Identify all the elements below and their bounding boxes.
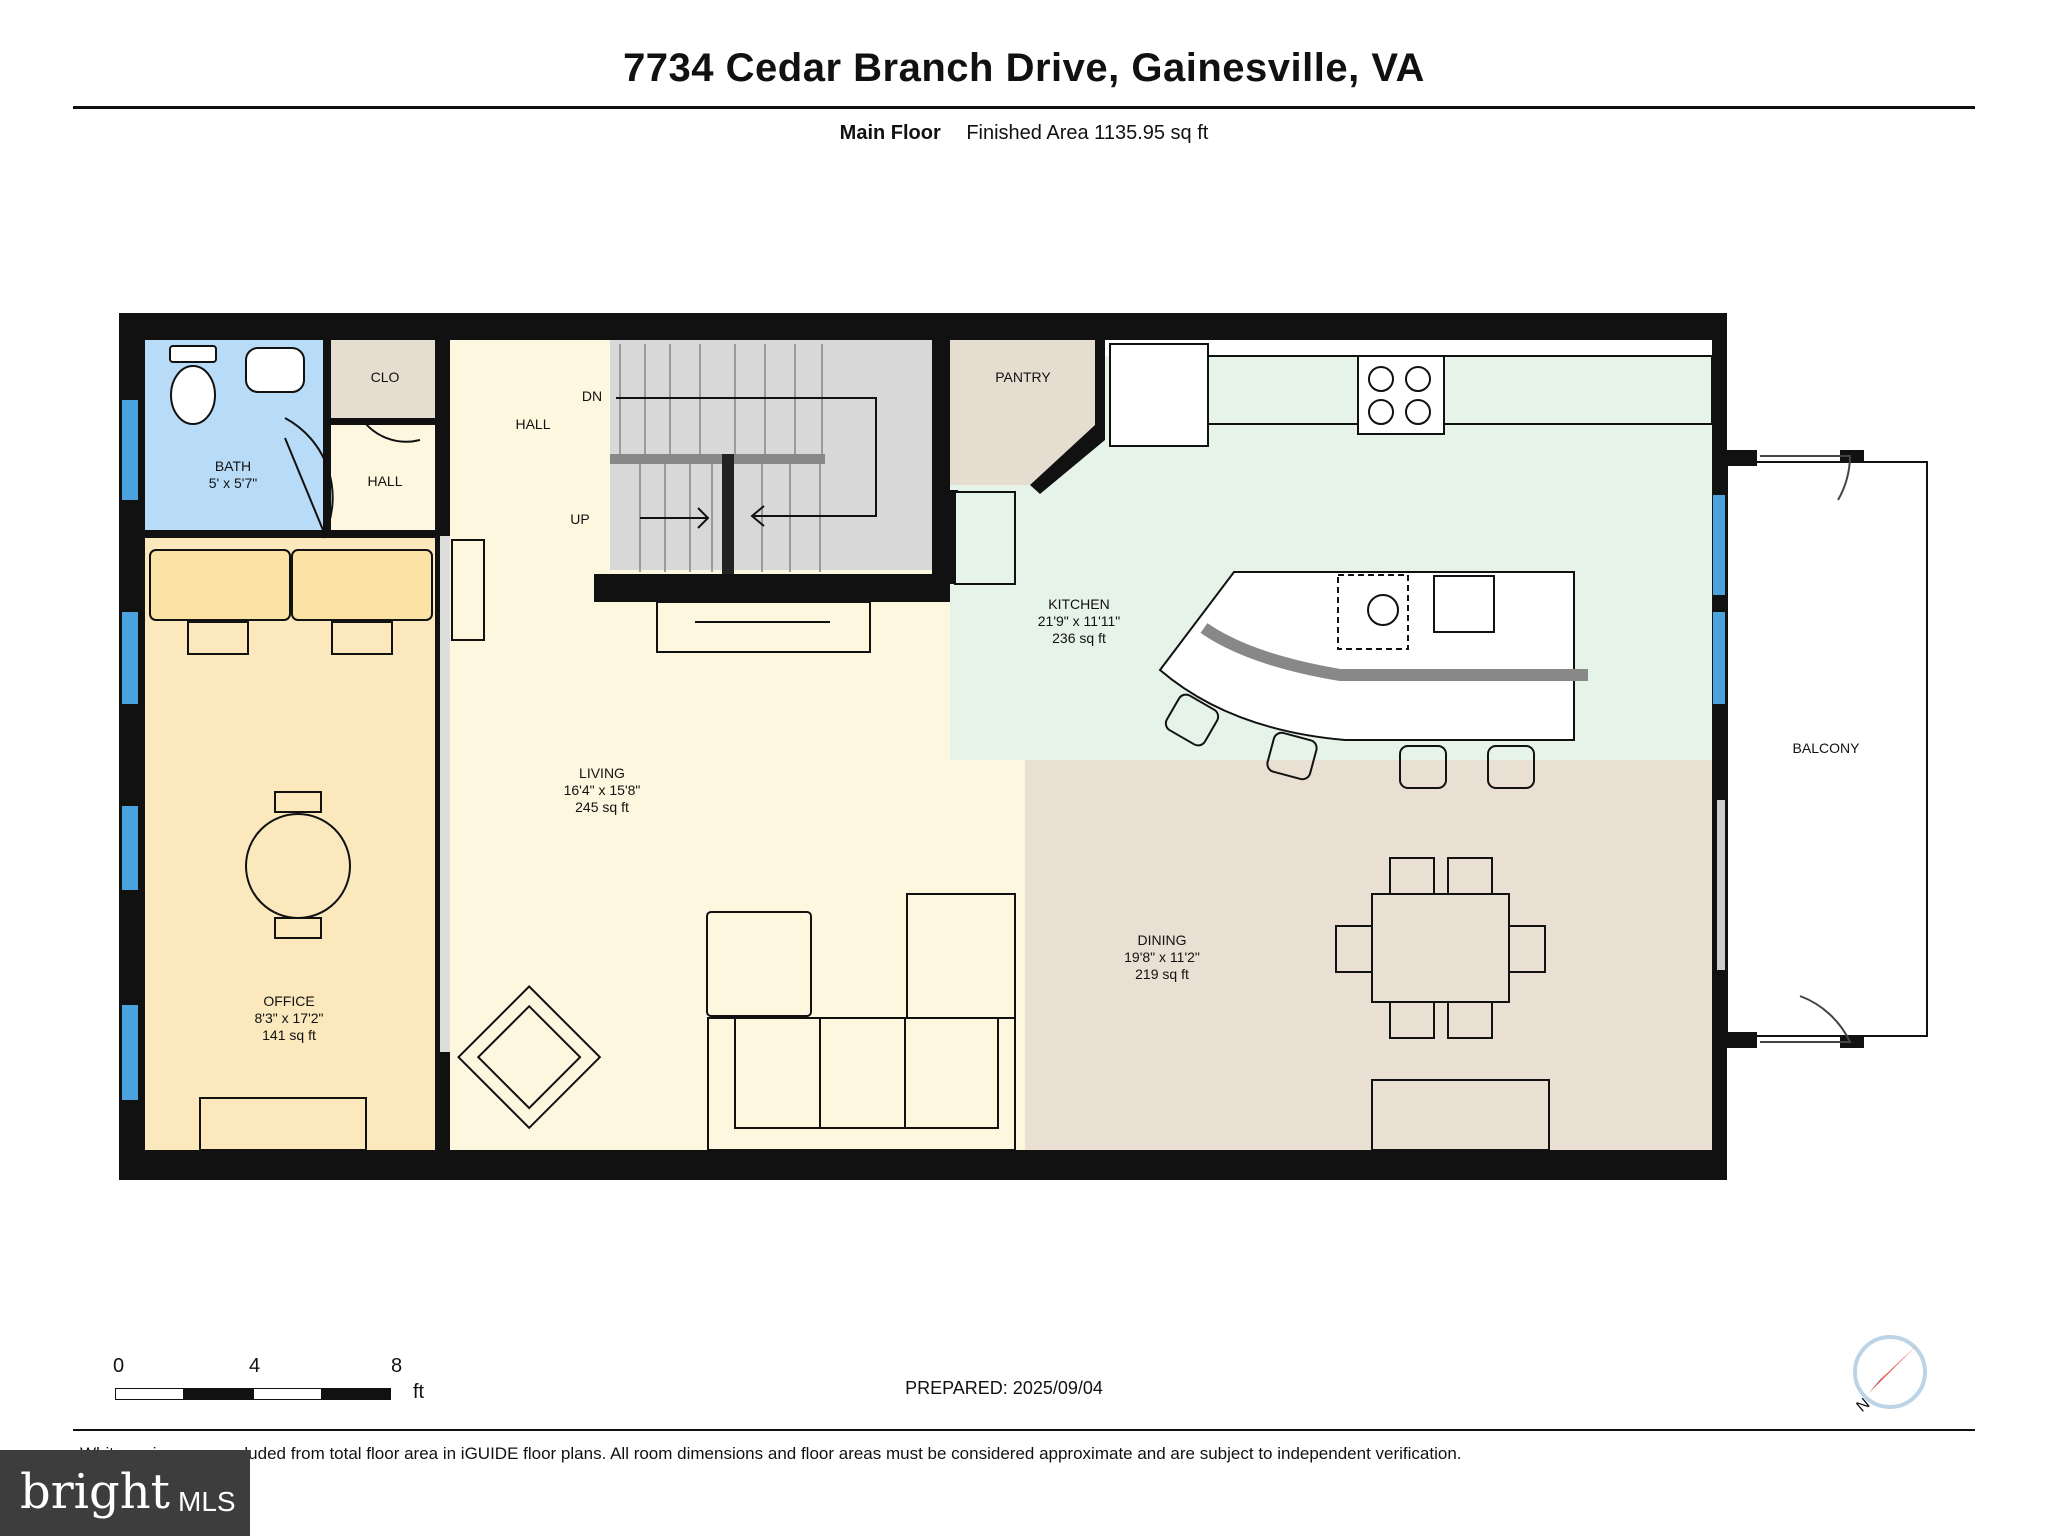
dining-fill [1025,760,1712,1150]
bath-label: BATH [215,458,251,474]
living-label: LIVING [579,765,625,781]
kitchen-dims: 21'9" x 11'11" [1038,613,1121,629]
scale-tick-4: 4 [249,1355,261,1377]
compass-icon: N [1853,1335,1927,1416]
balcony-outline [1726,461,1928,1037]
title-rule [73,106,1975,109]
office-desks [149,549,433,1151]
stairs-dn-label: DN [582,388,602,404]
bath-fixtures [169,345,305,425]
bar-stools [1164,693,1535,789]
living-area: 245 sq ft [575,799,629,815]
bright-mls-logo: bright MLS [0,1450,250,1536]
living-dims: 16'4" x 15'8" [564,782,641,798]
dining-label: DINING [1138,932,1187,948]
finished-area: Finished Area 1135.95 sq ft [966,122,1209,144]
office-dims: 8'3" x 17'2" [255,1010,324,1026]
office-label: OFFICE [263,993,314,1009]
clo-fill [329,340,440,418]
kitchen-label: KITCHEN [1048,596,1109,612]
office-area: 141 sq ft [262,1027,316,1043]
plan-title: 7734 Cedar Branch Drive, Gainesville, VA [623,46,1425,90]
windows [122,400,1725,1100]
kitchen-area: 236 sq ft [1052,630,1106,646]
stairs-up-label: UP [570,511,589,527]
balcony-label: BALCONY [1793,740,1861,756]
living-furniture [457,601,1016,1151]
wall-right [1712,313,1727,1180]
scale-bar: 0 4 8 ft [113,1355,433,1405]
clo-label: CLO [371,369,400,385]
disclaimer: White regions are excluded from total fl… [80,1444,1462,1463]
pantry-label: PANTRY [995,369,1051,385]
dining-area: 219 sq ft [1135,966,1189,982]
small-hall-label: HALL [367,473,402,489]
footer-rule [73,1429,1975,1431]
prepared-date: PREPARED: 2025/09/04 [905,1378,1103,1398]
main-hall-label: HALL [515,416,550,432]
dining-dims: 19'8" x 11'2" [1124,949,1200,965]
scale-unit: ft [413,1381,425,1403]
bath-dims: 5' x 5'7" [209,475,257,491]
scale-tick-0: 0 [113,1355,125,1377]
floor-subtitle: Main Floor Finished Area 1135.95 sq ft [0,122,2048,145]
brand-main: bright [20,1464,170,1520]
kitchen-fixtures [954,343,1713,741]
floor-name: Main Floor [839,122,941,144]
dining-furniture [1335,857,1550,1151]
wall-bottom [119,1150,1727,1180]
brand-suffix: MLS [178,1486,236,1517]
scale-tick-8: 8 [391,1355,403,1377]
wall-top [119,313,1727,340]
